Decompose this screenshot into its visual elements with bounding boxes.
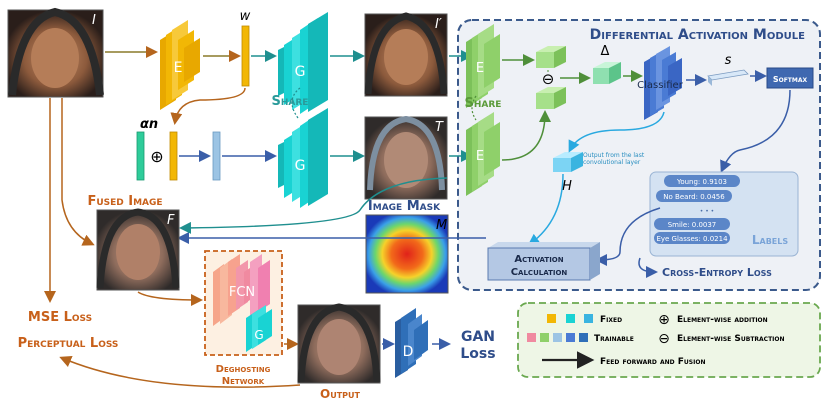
gan-loss-2: Loss: [460, 346, 495, 362]
share-mid-label: Share: [465, 96, 502, 111]
input-symbol: I: [92, 13, 96, 28]
arrow-to-cross-entropy: [638, 257, 658, 278]
output-note-2: convolutional layer: [583, 159, 641, 166]
arrow-target-to-fused: [179, 177, 448, 234]
share-top-link: [291, 87, 301, 119]
encoder-green-bottom-label: E: [476, 149, 484, 164]
arrow-softmax-to-labels: [720, 89, 791, 173]
encoder-green-bottom: E: [466, 112, 500, 196]
discriminator-block: [395, 308, 428, 378]
gan-loss-1: GAN: [461, 329, 495, 345]
share-mid-link: [471, 95, 477, 121]
score-pill-text: Young: 0.9103: [676, 178, 727, 186]
score-bar: [707, 69, 749, 81]
arrow-output-to-loss: [59, 355, 301, 388]
module-title: Differential Activation Module: [590, 27, 806, 43]
arrow-enc-bottom-to-cube: [501, 110, 551, 161]
cross-entropy-label: Cross-Entropy Loss: [662, 266, 772, 279]
heatmap-symbol: H: [562, 179, 572, 194]
heatmap-h-cube: [553, 152, 583, 172]
alpha-n-bar: [136, 131, 145, 181]
output-image: [297, 303, 381, 384]
fcn-block: [213, 254, 270, 326]
encoder-green-top-label: E: [476, 61, 484, 76]
score-pill-text: • • •: [700, 208, 714, 215]
classifier-label: Classifier: [637, 80, 684, 91]
softmax-label: Softmax: [773, 75, 808, 84]
encoder-green-top: E: [466, 24, 500, 108]
image-mask-title: Image Mask: [368, 199, 441, 214]
generator-mid: G: [278, 108, 328, 208]
score-pill: [664, 175, 740, 187]
legend-sub: Element-wise Subtraction: [677, 334, 785, 344]
mse-loss-label: MSE Loss: [28, 310, 92, 325]
arrow-h-to-activation: [527, 173, 564, 246]
perceptual-loss-label: Perceptual Loss: [18, 336, 119, 351]
reconstructed-symbol: I′: [435, 17, 442, 32]
labels-title: Labels: [752, 233, 788, 247]
w-copy-bar: [169, 131, 178, 181]
deghost-g-label: G: [254, 328, 263, 342]
score-pill-text: No Beard: 0.0456: [663, 193, 725, 201]
fcn-label: FCN: [229, 285, 255, 300]
legend-fixed-icons: [547, 314, 593, 323]
output-title: Output: [320, 387, 361, 401]
mask-symbol: M: [436, 218, 447, 233]
encoder-yellow: E: [160, 20, 200, 110]
legend-sub-op: ⊖: [658, 331, 670, 347]
target-symbol: T: [435, 120, 444, 135]
fused-image-title: Fused Image: [87, 194, 162, 209]
legend-feed: Feed forward and Fusion: [600, 357, 705, 367]
output-note-1: Output from the last: [583, 152, 645, 159]
classifier-block: [644, 46, 682, 120]
arrow-input-to-fused: [61, 98, 95, 246]
score-pill: [654, 218, 730, 230]
reconstructed-image: I′: [364, 12, 448, 97]
latent-w-bar: [241, 25, 250, 87]
activation-calc-box: [487, 242, 600, 281]
fused-image: F: [96, 208, 180, 291]
arrow-w-to-add: [170, 87, 246, 125]
generator-g-label: G: [295, 64, 306, 80]
add-op: ⊕: [150, 147, 163, 166]
encoder-e-label: E: [174, 60, 183, 76]
feature-cube-top: [536, 46, 566, 68]
arrow-labels-to-activation: [595, 207, 661, 266]
score-pill: [656, 190, 732, 202]
activation-calc-line2: Calculation: [511, 267, 568, 278]
legend-trainable-icons: [527, 333, 588, 342]
score-pill: [654, 232, 730, 244]
latent-symbol: w: [240, 9, 251, 24]
sub-op: ⊖: [542, 70, 555, 88]
input-image: I: [7, 7, 104, 98]
softmax-box: [766, 67, 814, 89]
arrow-classifier-to-h: [568, 111, 665, 153]
w-edited-bar: [212, 131, 221, 181]
deghost-generator: [246, 305, 272, 352]
legend-add: Element-wise addition: [677, 315, 768, 325]
arrow-fused-to-deghost: [137, 291, 203, 306]
deghosting-label-2: Network: [222, 376, 265, 387]
score-pill-text: Eye Glasses: 0.0214: [656, 235, 728, 243]
feature-cube-bottom: [536, 87, 566, 109]
legend-trainable: Trainable: [594, 334, 634, 344]
delta-symbol: Δ: [601, 44, 610, 59]
activation-calc-line1: Activation: [514, 254, 563, 265]
delta-cube: [593, 62, 621, 84]
generator-top: G: [278, 12, 328, 114]
deghosting-label-1: Deghosting: [216, 364, 271, 375]
discriminator-label: D: [403, 344, 414, 360]
legend-fixed: Fixed: [600, 315, 622, 325]
target-image: T: [364, 115, 448, 200]
score-pill-text: Smile: 0.0037: [668, 221, 717, 229]
fused-symbol: F: [167, 213, 175, 228]
alpha-n-label: αn: [140, 117, 158, 132]
score-symbol: s: [725, 53, 732, 68]
generator-g-mid-label: G: [295, 158, 306, 174]
image-mask: [365, 214, 449, 294]
legend-add-op: ⊕: [658, 312, 670, 328]
share-top-label: Share: [272, 94, 309, 109]
